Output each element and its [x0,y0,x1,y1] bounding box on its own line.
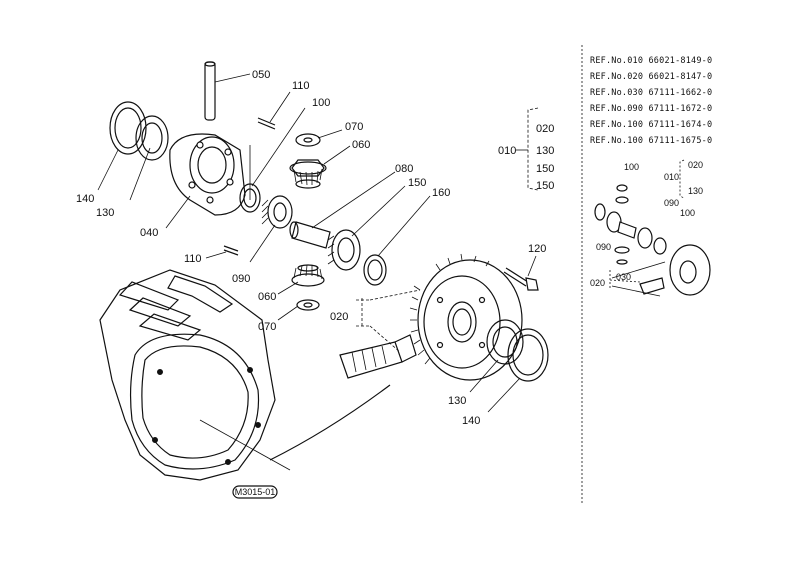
callout-110-top: 110 [292,80,310,92]
callout-100: 100 [312,97,330,109]
inset-callout-100a: 100 [624,162,639,172]
group-member-020: 020 [536,123,554,135]
pinion-shaft [339,334,417,379]
callout-140-left: 140 [76,193,94,205]
group-label-010: 010 [498,145,516,157]
inset-group-member-130: 130 [688,186,703,196]
pin-050 [204,61,216,121]
inset-diagram [594,184,711,297]
callout-060-top: 060 [352,139,370,151]
callout-070-bottom: 070 [258,321,276,333]
callout-090: 090 [232,273,250,285]
transmission-housing [99,269,391,481]
callout-080: 080 [395,163,413,175]
ref-line-2: REF.No.020 66021-8147-0 [590,72,712,82]
pinion-gear-060-bottom [291,264,325,287]
pin-110-bottom [223,245,239,256]
group-member-150b: 150 [536,180,554,192]
callout-160: 160 [432,187,450,199]
ring-gear [409,253,523,381]
ref-line-6: REF.No.100 67111-1675-0 [590,136,712,146]
pinion-gear-060-top [289,159,327,189]
inset-group-member-020: 020 [688,160,703,170]
inset-callout-020: 020 [590,278,605,288]
callout-130-left: 130 [96,207,114,219]
group-member-130: 130 [536,145,554,157]
inset-callout-090a: 090 [596,242,611,252]
seal-140-right [507,328,549,382]
callout-labels: 050 110 100 070 060 080 150 160 140 130 … [76,69,546,427]
group-010-bracket: 010 020 130 150 150 [498,107,554,192]
ref-line-1: REF.No.010 66021-8149-0 [590,56,712,66]
washer-070-bottom [296,299,320,311]
callout-140-right: 140 [462,415,480,427]
inset-callouts: 100 010 020 130 090 100 090 030 020 [590,159,703,288]
ref-line-5: REF.No.100 67111-1674-0 [590,120,712,130]
washer-160 [363,254,387,286]
inset-group-label-010: 010 [664,172,679,182]
drawing-code: M3015-01 [235,487,276,497]
callout-150: 150 [408,177,426,189]
inset-callout-090b: 090 [664,198,679,208]
differential-case [169,133,246,216]
leader-lines [97,73,537,413]
callout-110-bottom: 110 [184,253,202,265]
bearing-130-right [486,319,524,365]
shaft-080 [289,221,331,249]
bolt-120 [503,267,539,291]
group-member-150a: 150 [536,163,554,175]
drawing-code-box: M3015-01 [232,485,278,499]
callout-050: 050 [252,69,270,81]
side-gear-090 [261,195,293,229]
callout-070-top: 070 [345,121,363,133]
inset-callout-100b: 100 [680,208,695,218]
callout-060-bottom: 060 [258,291,276,303]
ref-number-list: REF.No.010 66021-8149-0 REF.No.020 66021… [590,56,712,146]
pin-110-top [257,117,276,130]
callout-020: 020 [330,311,348,323]
side-gear-150 [327,229,361,271]
ref-line-3: REF.No.030 67111-1662-0 [590,88,712,98]
callout-130-right: 130 [448,395,466,407]
seal-140-left [109,101,147,155]
ref-line-4: REF.No.090 67111-1672-0 [590,104,712,114]
washer-070-top [295,133,321,147]
inset-callout-030: 030 [616,272,631,282]
callout-120: 120 [528,243,546,255]
bearing-130-left [135,115,169,161]
callout-040: 040 [140,227,158,239]
